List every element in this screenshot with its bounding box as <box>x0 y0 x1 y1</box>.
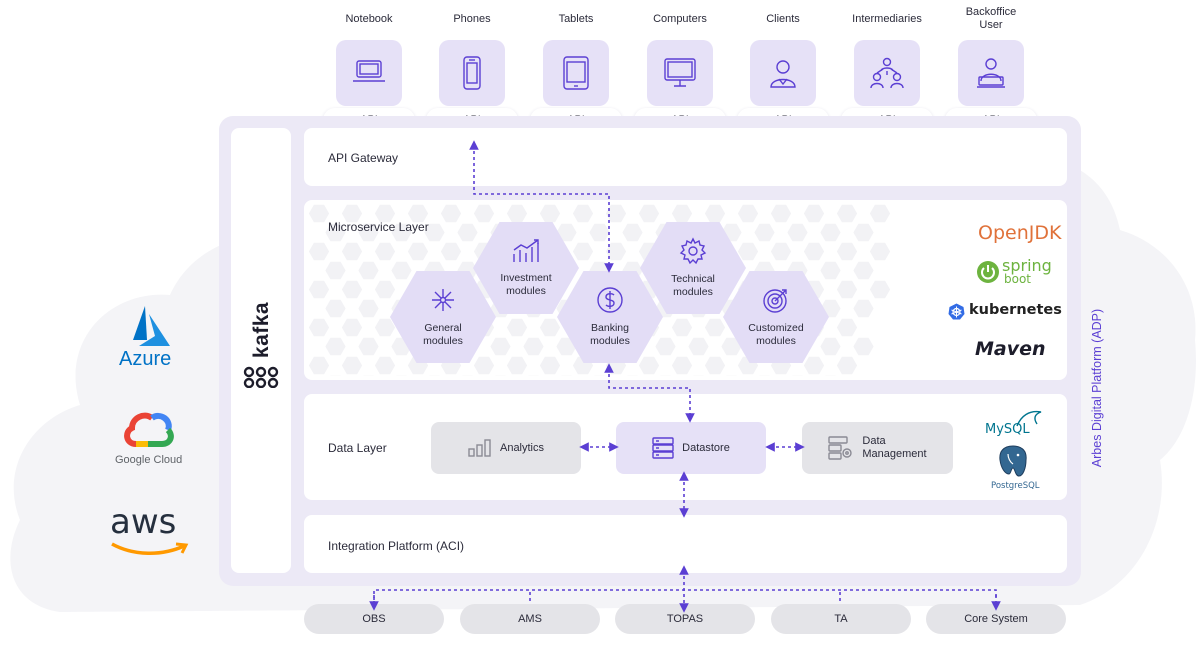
device-label-1: Phones <box>453 13 491 25</box>
kubernetes-wheel-icon <box>948 303 965 320</box>
backoffice-user-icon <box>977 58 1005 88</box>
module-customized[interactable]: Customized modules <box>723 271 829 363</box>
kafka-column <box>231 128 291 573</box>
module-customized-label: Customized modules <box>748 322 804 347</box>
spring-boot-logo: spring boot <box>976 256 1056 288</box>
spring-boot-text: boot <box>1004 272 1032 286</box>
system-core[interactable]: Core System <box>926 604 1066 634</box>
kafka-label: kafka <box>250 301 273 359</box>
google-cloud-icon <box>124 412 174 447</box>
laptop-icon <box>353 60 385 82</box>
device-tile-5[interactable] <box>854 40 920 106</box>
integration-label: Integration Platform (ACI) <box>328 539 465 553</box>
postgresql-text: PostgreSQL <box>991 481 1040 491</box>
device-label-5: Intermediaries <box>852 13 922 25</box>
device-label-6: Backoffice User <box>965 6 1017 31</box>
azure-triangle-icon <box>133 306 170 346</box>
analytics-box[interactable]: Analytics <box>431 422 581 474</box>
server-icon <box>652 437 674 459</box>
azure-logo: Azure <box>115 306 185 376</box>
system-topas[interactable]: TOPAS <box>615 604 755 634</box>
device-tile-6[interactable] <box>958 40 1024 106</box>
spring-text: spring <box>1002 256 1052 275</box>
system-ta[interactable]: TA <box>771 604 911 634</box>
kafka-logo-icon <box>243 366 279 388</box>
device-label-4: Clients <box>766 13 800 25</box>
chart-icon <box>513 239 539 262</box>
database-gear-icon <box>828 436 853 460</box>
device-tile-3[interactable] <box>647 40 713 106</box>
analytics-label: Analytics <box>499 442 545 454</box>
api-gateway-layer <box>304 128 1067 186</box>
datastore-box[interactable]: Datastore <box>616 422 766 474</box>
api-gateway-label: API Gateway <box>328 151 399 165</box>
user-icon <box>770 60 796 88</box>
openjdk-logo: OpenJDK <box>978 222 1061 244</box>
aws-text: aws <box>110 502 177 542</box>
device-label-0: Notebook <box>345 13 393 25</box>
device-tile-2[interactable] <box>543 40 609 106</box>
spring-power-icon <box>977 261 999 283</box>
data-management-label: Data Management <box>862 435 927 460</box>
openjdk-text: OpenJDK <box>978 222 1062 244</box>
aws-smile-icon <box>111 542 189 555</box>
system-ams[interactable]: AMS <box>460 604 600 634</box>
module-banking-label: Banking modules <box>590 322 630 347</box>
google-cloud-text: Google Cloud <box>115 454 183 466</box>
maven-logo: Maven <box>975 338 1046 360</box>
mysql-text: MySQL <box>985 422 1030 437</box>
kubernetes-text: kubernetes <box>969 302 1062 318</box>
module-technical-label: Technical modules <box>671 273 715 298</box>
datastore-label: Datastore <box>682 442 730 454</box>
platform-label: Arbes Digital Platform (ADP) <box>1090 308 1104 468</box>
device-tile-0[interactable] <box>336 40 402 106</box>
integration-layer <box>304 515 1067 573</box>
azure-text: Azure <box>119 348 172 370</box>
maven-text: Maven <box>975 338 1046 360</box>
aws-logo: aws <box>108 502 198 564</box>
users-network-icon <box>870 57 904 89</box>
module-general-label: General modules <box>423 322 463 347</box>
postgresql-logo: PostgreSQL <box>985 444 1055 494</box>
module-investment-label: Investment modules <box>500 272 552 297</box>
device-label-2: Tablets <box>558 13 594 25</box>
network-icon <box>432 289 454 311</box>
system-obs[interactable]: OBS <box>304 604 444 634</box>
phone-icon <box>463 56 481 90</box>
monitor-icon <box>664 58 696 87</box>
kubernetes-logo: kubernetes <box>948 302 1062 322</box>
gear-icon <box>679 237 707 265</box>
tablet-icon <box>563 56 589 90</box>
device-tile-1[interactable] <box>439 40 505 106</box>
data-layer-label: Data Layer <box>328 441 387 455</box>
mysql-logo: MySQL <box>985 408 1055 440</box>
module-banking[interactable]: Banking modules <box>557 271 663 363</box>
module-technical[interactable]: Technical modules <box>640 222 746 314</box>
bar-chart-icon <box>468 439 491 457</box>
data-management-box[interactable]: Data Management <box>802 422 953 474</box>
device-label-3: Computers <box>653 13 707 25</box>
microservice-label: Microservice Layer <box>328 220 429 234</box>
google-cloud-logo: Google Cloud <box>108 410 198 470</box>
target-icon <box>763 289 787 313</box>
mysql-dolphin-icon <box>1016 410 1042 427</box>
dollar-icon <box>597 287 623 313</box>
postgresql-elephant-icon <box>999 445 1027 477</box>
device-tile-4[interactable] <box>750 40 816 106</box>
